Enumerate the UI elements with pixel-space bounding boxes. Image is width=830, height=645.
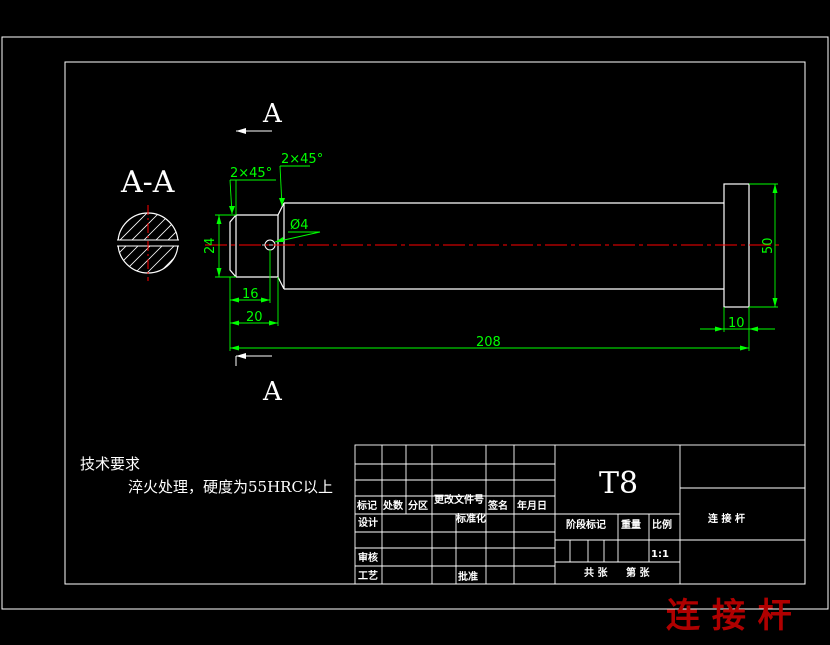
dimension-texts: 2×45° 2×45° Ø4 24 16 20 208 10 50 — [203, 152, 776, 350]
dim-24: 24 — [203, 237, 218, 254]
col-date: 年月日 — [517, 499, 547, 512]
scale-value: 1:1 — [651, 549, 669, 560]
svg-text:A: A — [262, 377, 283, 407]
standardize-label: 标准化 — [455, 512, 486, 525]
dim-chamfer-left: 2×45° — [230, 166, 272, 181]
dim-chamfer-right: 2×45° — [281, 152, 323, 167]
section-title: A-A — [120, 165, 175, 200]
dimension-lines — [215, 165, 778, 351]
scale-label: 比例 — [652, 518, 672, 531]
shaft-outline — [229, 183, 750, 308]
dim-50: 50 — [761, 237, 776, 254]
outer-border — [1, 36, 829, 610]
dim-208: 208 — [476, 335, 501, 350]
col-zone: 分区 — [408, 499, 428, 512]
dim-hole-dia: Ø4 — [290, 218, 309, 233]
watermark: 连 接 杆 — [666, 596, 792, 636]
notes-line1: 淬火处理，硬度为55HRC以上 — [128, 478, 333, 496]
col-count: 处数 — [382, 499, 404, 512]
part-name: 连 接 杆 — [708, 512, 745, 525]
material: T8 — [599, 466, 638, 501]
sheet-no: 第 张 — [626, 566, 650, 579]
process-label: 工艺 — [358, 569, 378, 582]
title-block-text: T8 连 接 杆 标记 处数 分区 更改文件号 签名 年月日 设计 标准化 审核… — [356, 466, 745, 583]
stage-mark-label: 阶段标记 — [566, 518, 606, 531]
section-marker-top: A — [236, 99, 283, 134]
dim-20: 20 — [246, 310, 263, 325]
col-mark: 标记 — [356, 499, 377, 512]
dim-10: 10 — [728, 316, 745, 331]
notes-heading: 技术要求 — [80, 455, 140, 473]
sheet-total: 共 张 — [584, 566, 608, 579]
approve-label: 批准 — [458, 570, 478, 583]
design-label: 设计 — [358, 516, 378, 529]
col-sign: 签名 — [487, 499, 508, 512]
svg-text:A: A — [262, 99, 283, 129]
section-marker-bottom: A — [235, 353, 283, 407]
weight-label: 重量 — [621, 518, 641, 531]
dim-16: 16 — [242, 287, 259, 302]
col-doc: 更改文件号 — [434, 493, 484, 506]
section-view — [117, 205, 179, 281]
review-label: 审核 — [358, 551, 378, 564]
title-block — [354, 444, 806, 585]
